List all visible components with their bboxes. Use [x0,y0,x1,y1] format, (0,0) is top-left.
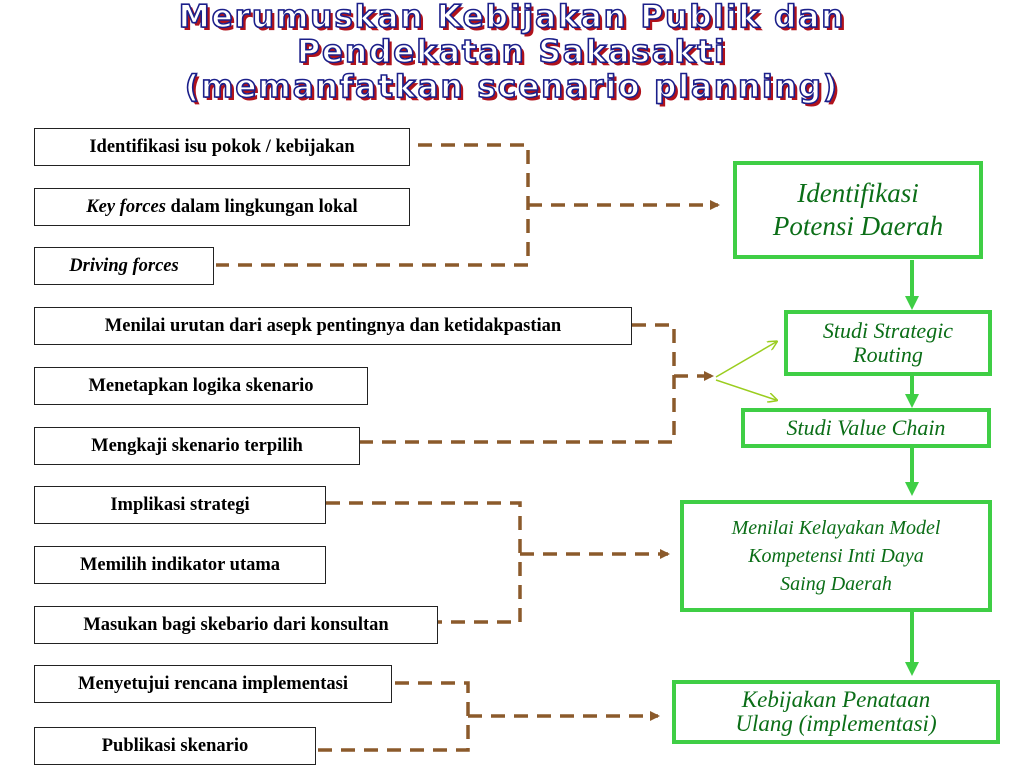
step-label-6: Mengkaji skenario terpilih [91,435,303,456]
step-box-5: Menetapkan logika skenario [34,367,368,405]
step-label-7: Implikasi strategi [110,494,250,515]
step-box-3: Driving forces [34,247,214,285]
outcome-penataan-line-1: Kebijakan Penataan [741,687,931,712]
outcome-potensi-line-2: Potensi Daerah [772,211,944,241]
connector-group-2 [360,323,676,444]
outcome-kelayakan-line-2: Kompetensi Inti Daya [748,545,924,567]
connector-group-3 [326,501,522,624]
step-box-10: Menyetujui rencana implementasi [34,665,392,703]
step-label-3: Driving forces [69,255,179,276]
title-line-1: Merumuskan Kebijakan Publik dan [178,0,846,35]
step-label-2-italic: Key forces [86,196,166,217]
step-label-10: Menyetujui rencana implementasi [78,673,348,694]
split-arrow-up [715,342,776,378]
outcome-text-strategic-routing: Studi Strategic Routing [823,319,953,367]
outcome-box-potensi-daerah: Identifikasi Potensi Daerah [733,161,983,259]
outcome-box-kelayakan-model: Menilai Kelayakan Model Kompetensi Inti … [680,500,992,612]
step-box-2: Key forces dalam lingkungan lokal [34,188,410,226]
outcome-penataan-line-2: Ulang (implementasi) [735,711,937,736]
split-arrow-down [715,379,776,400]
step-box-6: Mengkaji skenario terpilih [34,427,360,465]
outcome-text-value-chain: Studi Value Chain [786,415,946,440]
step-box-7: Implikasi strategi [34,486,326,524]
outcome-text-kebijakan-penataan: Kebijakan Penataan Ulang (implementasi) [735,688,936,736]
outcome-routing-line-1: Studi Strategic [822,318,954,343]
outcome-box-strategic-routing: Studi Strategic Routing [784,310,992,376]
outcome-box-kebijakan-penataan: Kebijakan Penataan Ulang (implementasi) [672,680,1000,744]
outcome-box-value-chain: Studi Value Chain [741,408,991,448]
connector-group-4 [318,681,470,752]
outcome-potensi-line-1: Identifikasi [797,178,919,208]
step-box-9: Masukan bagi skebario dari konsultan [34,606,438,644]
step-box-11: Publikasi skenario [34,727,316,765]
title-line-2: Pendekatan Sakasakti [296,34,727,71]
step-box-1: Identifikasi isu pokok / kebijakan [34,128,410,166]
step-box-8: Memilih indikator utama [34,546,326,584]
step-label-1: Identifikasi isu pokok / kebijakan [89,136,355,157]
outcome-routing-line-2: Routing [853,342,923,367]
step-label-2: Key forces dalam lingkungan lokal [86,197,357,218]
diagram-title: Merumuskan Kebijakan Publik dan Pendekat… [0,0,1024,105]
outcome-kelayakan-line-3: Saing Daerah [780,573,892,595]
outcome-text-kelayakan-model: Menilai Kelayakan Model Kompetensi Inti … [732,514,941,598]
outcome-text-potensi-daerah: Identifikasi Potensi Daerah [773,177,943,243]
outcome-kelayakan-line-1: Menilai Kelayakan Model [731,517,941,539]
step-label-8: Memilih indikator utama [79,554,281,575]
title-line-3: (memanfatkan scenario planning) [184,69,840,106]
step-label-4: Menilai urutan dari asepk pentingnya dan… [104,315,562,336]
step-label-9: Masukan bagi skebario dari konsultan [83,614,389,635]
step-label-5: Menetapkan logika skenario [88,375,314,396]
step-box-4: Menilai urutan dari asepk pentingnya dan… [34,307,632,345]
step-label-2-rest: dalam lingkungan lokal [165,196,358,217]
step-label-11: Publikasi skenario [101,735,249,756]
